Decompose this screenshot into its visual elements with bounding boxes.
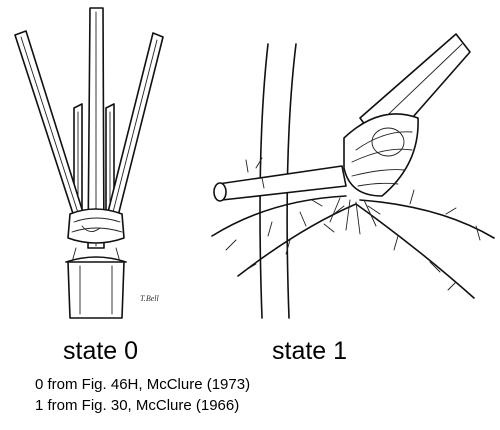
illustrator-signature: T.Bell [140,294,160,303]
state-0-label: state 0 [63,337,139,365]
caption-line-2: 1 from Fig. 30, McClure (1966) [35,397,240,414]
figure-caption: 0 from Fig. 46H, McClure (1973) 1 from F… [35,374,250,416]
state-0-drawing: T.Bell [14,7,164,319]
state-1-label: state 1 [272,337,348,365]
state-1-drawing [211,33,495,319]
caption-line-1: 0 from Fig. 46H, McClure (1973) [35,376,251,393]
